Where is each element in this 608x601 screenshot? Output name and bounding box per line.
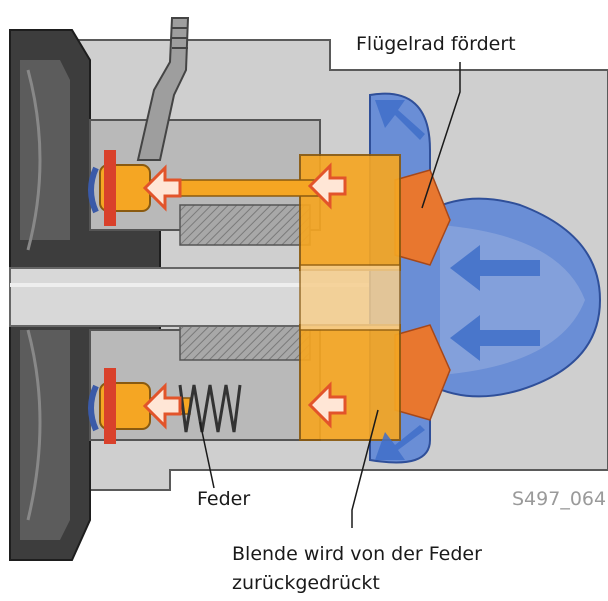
leader-shutter <box>351 409 379 528</box>
shutter-bottom <box>299 324 401 441</box>
leader-impeller <box>421 62 461 209</box>
diaphragm-bottom <box>88 384 99 432</box>
label-shutter-line2: zurückgedrückt <box>232 572 380 594</box>
label-impeller: Flügelrad fördert <box>356 33 516 55</box>
vacuum-hose-ribs <box>172 27 188 49</box>
pulley-rim <box>26 69 42 521</box>
figure-code: S497_064 <box>512 488 606 510</box>
seal-top <box>104 150 116 226</box>
leader-spring <box>199 421 215 489</box>
label-shutter-line1: Blende wird von der Feder <box>232 543 482 565</box>
vacuum-hose <box>136 17 190 161</box>
shutter-center <box>299 264 401 331</box>
label-spring: Feder <box>197 488 250 510</box>
shutter-top <box>299 154 401 271</box>
flow-arrow-icon <box>375 100 540 460</box>
pulley-groove <box>20 60 70 540</box>
bearing-top <box>179 204 311 246</box>
spring-icon <box>178 384 242 433</box>
diaphragm-top <box>88 166 99 214</box>
arrow-right-icon <box>142 162 347 430</box>
seal-bottom <box>104 368 116 444</box>
